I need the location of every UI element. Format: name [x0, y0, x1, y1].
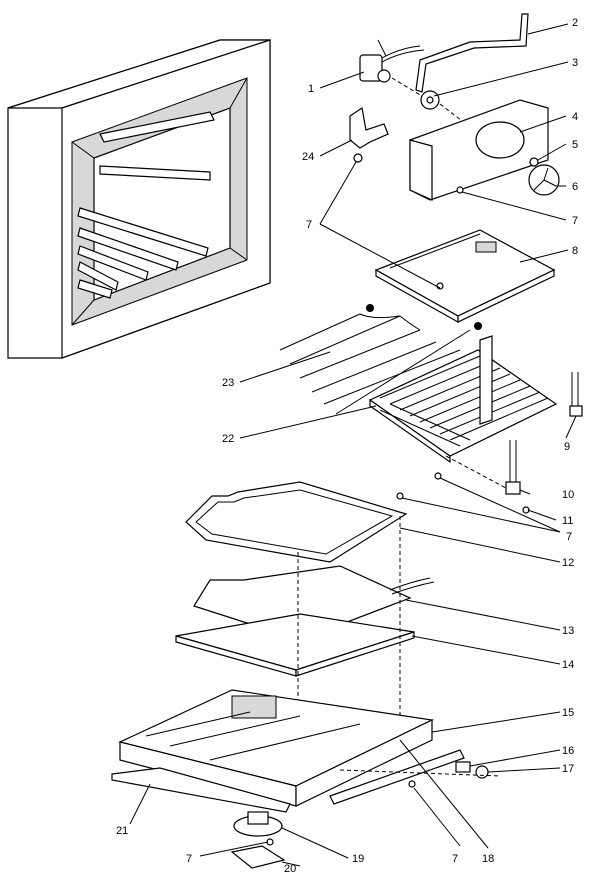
- label-2: 2: [572, 17, 578, 29]
- screw-icon: [434, 472, 442, 480]
- part-8-cover-plate: [374, 229, 556, 324]
- label-7: 7: [566, 531, 572, 543]
- label-20: 20: [284, 863, 296, 875]
- label-12: 12: [562, 557, 574, 569]
- part-23-heater-coil: [279, 304, 482, 415]
- label-1: 1: [308, 83, 314, 95]
- part-6-fan-blade: [528, 164, 560, 196]
- cabinet-frame: [7, 39, 271, 359]
- label-13: 13: [562, 625, 574, 637]
- part-24-bracket: [349, 106, 389, 163]
- label-14: 14: [562, 659, 574, 671]
- label-23: 23: [222, 377, 234, 389]
- part-20-motor-cover: [230, 845, 286, 869]
- part-21-drip-plate: [111, 767, 291, 813]
- part-13-insulation-sheet: [193, 565, 435, 641]
- label-22: 22: [222, 433, 234, 445]
- label-7: 7: [306, 219, 312, 231]
- part-3-knob: [420, 90, 440, 110]
- screw-icon: [436, 282, 444, 290]
- label-21: 21: [116, 825, 128, 837]
- label-16: 16: [562, 745, 574, 757]
- label-24: 24: [302, 151, 314, 163]
- part-19-motor: [233, 811, 283, 837]
- part-22-evaporator: [368, 335, 558, 464]
- label-15: 15: [562, 707, 574, 719]
- label-6: 6: [572, 181, 578, 193]
- part-16-connector: [455, 761, 471, 773]
- part-17-plug: [475, 765, 489, 779]
- label-18: 18: [482, 853, 494, 865]
- label-19: 19: [352, 853, 364, 865]
- part-4-fan-shroud: [409, 99, 549, 201]
- screw-icon: [396, 492, 404, 500]
- part-5-screw: [529, 157, 539, 167]
- part-10-fuse: [505, 440, 521, 495]
- part-9-sensor: [569, 372, 583, 417]
- label-7: 7: [572, 215, 578, 227]
- label-7: 7: [186, 853, 192, 865]
- label-9: 9: [564, 441, 570, 453]
- screw-icon: [408, 780, 416, 788]
- part-14-base-panel: [175, 613, 415, 677]
- label-5: 5: [572, 139, 578, 151]
- label-8: 8: [572, 245, 578, 257]
- part-12-gasket: [185, 481, 408, 563]
- label-3: 3: [572, 57, 578, 69]
- part-18-rail: [329, 749, 465, 805]
- label-11: 11: [562, 515, 573, 527]
- label-4: 4: [572, 111, 578, 123]
- part-15-bottom-tray: [118, 689, 435, 807]
- part-1-thermostat-clip: [359, 39, 425, 83]
- label-17: 17: [562, 763, 574, 775]
- screw-icon: [456, 186, 464, 194]
- part-2-tube: [415, 13, 529, 93]
- callout-labels: 1 2 3 4 5 6 7 24 7 8 23 22 9 10 11 7 12 …: [116, 17, 578, 875]
- label-7: 7: [452, 853, 458, 865]
- leader-lines: [129, 23, 577, 867]
- label-10: 10: [562, 489, 574, 501]
